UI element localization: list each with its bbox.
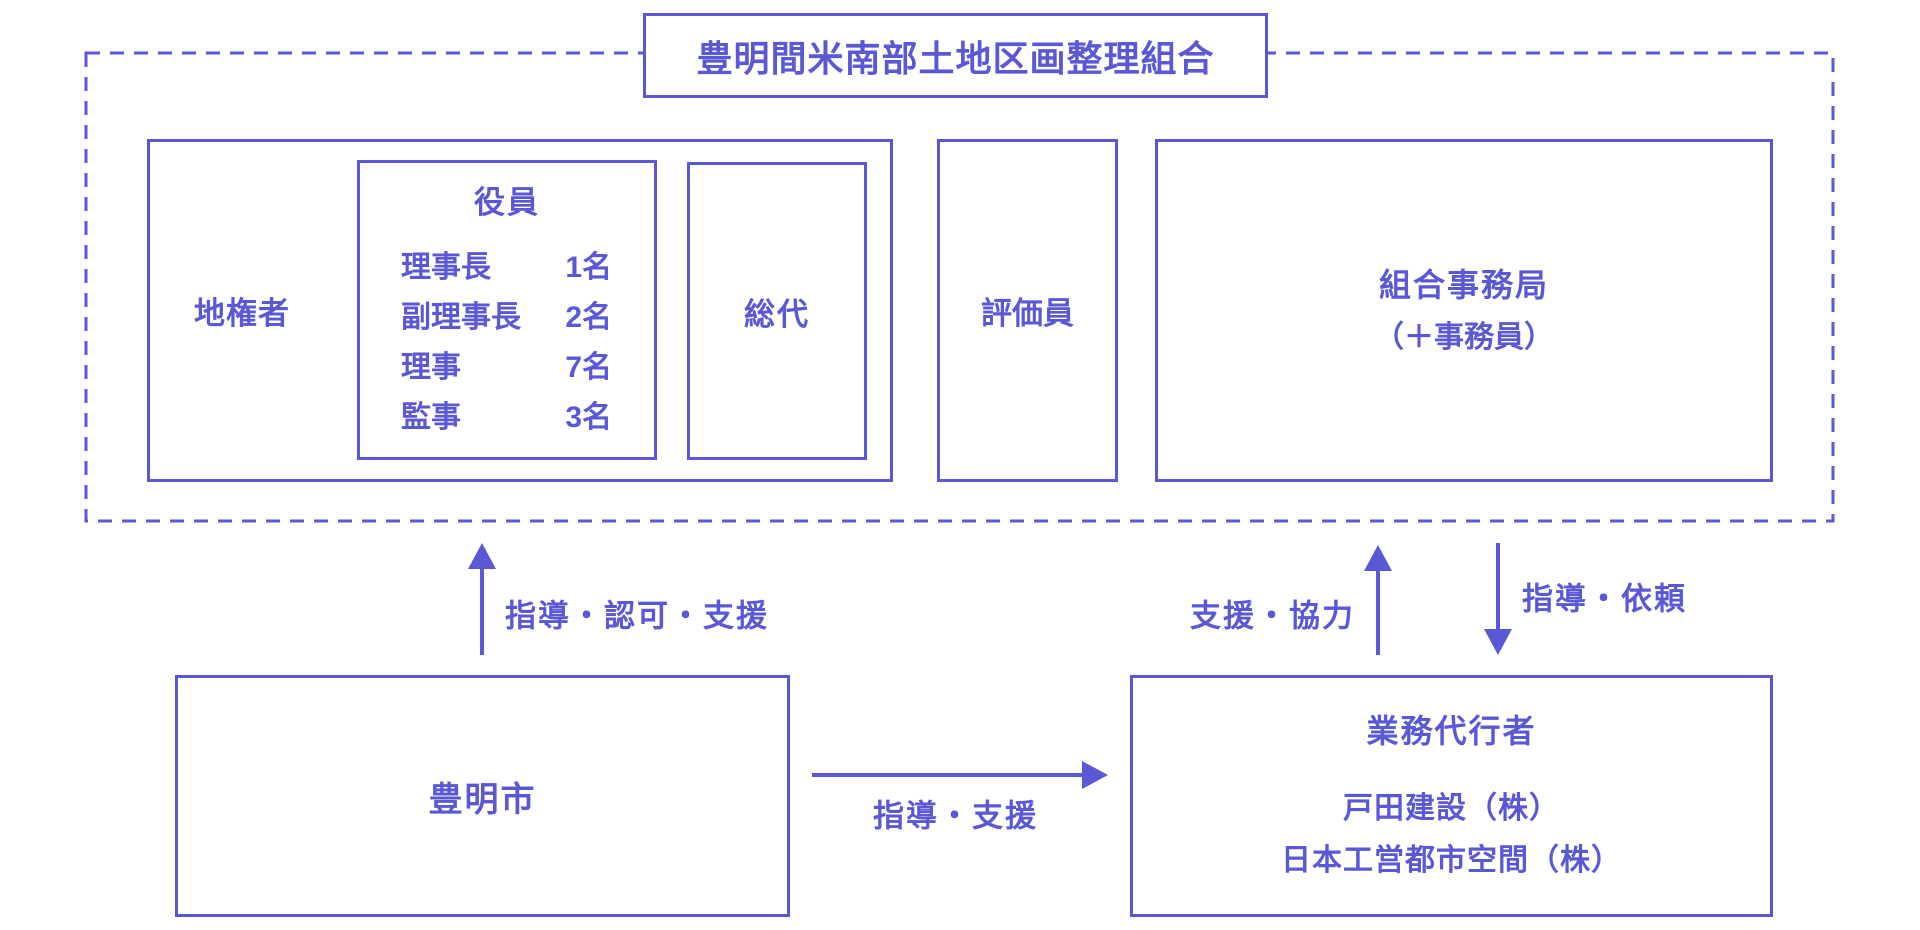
secretariat-title: 組合事務局	[1378, 266, 1549, 303]
agent-title: 業務代行者	[1366, 713, 1537, 749]
secretariat-subtitle: （＋事務員）	[1374, 320, 1554, 354]
down-arrow-icon	[1484, 629, 1512, 655]
arrow-label-city-to-agent: 指導・支援	[873, 798, 1038, 834]
agent-company: 戸田建設（株）	[1343, 792, 1560, 825]
city-label: 豊明市	[428, 780, 537, 819]
city-box: 豊明市	[175, 675, 790, 917]
officer-row: 理事長 1名	[360, 243, 654, 293]
arrow-label-city-to-union: 指導・認可・支援	[505, 598, 769, 634]
officer-role: 副理事長	[401, 301, 521, 334]
landowners-label: 地権者	[194, 296, 290, 331]
union-title-box: 豊明間米南部土地区画整理組合	[643, 13, 1268, 98]
evaluators-label: 評価員	[981, 296, 1074, 331]
officer-row: 理事 7名	[360, 343, 654, 393]
evaluators-box: 評価員	[937, 139, 1118, 482]
union-title: 豊明間米南部土地区画整理組合	[696, 37, 1215, 79]
officers-title: 役員	[474, 185, 540, 220]
agent-company: 日本工営都市空間（株）	[1281, 844, 1622, 877]
officer-count: 7名	[565, 351, 612, 384]
secretariat-box: 組合事務局 （＋事務員）	[1155, 139, 1773, 482]
officers-box: 役員 理事長 1名 副理事長 2名 理事 7名 監事 3名	[357, 160, 657, 460]
officer-role: 理事	[401, 351, 461, 384]
officer-rows: 理事長 1名 副理事長 2名 理事 7名 監事 3名	[360, 243, 654, 443]
representatives-label: 総代	[744, 296, 810, 332]
up-arrow-icon	[1364, 545, 1392, 571]
arrow-label-agent-to-union: 支援・協力	[1190, 598, 1355, 634]
right-arrow-icon	[1082, 761, 1108, 789]
officer-row: 監事 3名	[360, 393, 654, 443]
arrow-shaft	[480, 566, 484, 655]
arrow-shaft	[812, 773, 1084, 777]
arrow-shaft	[1376, 568, 1380, 655]
officer-role: 監事	[401, 401, 461, 434]
representatives-box: 総代	[687, 162, 867, 460]
officer-count: 3名	[565, 401, 612, 434]
officer-role: 理事長	[401, 251, 491, 284]
officer-count: 1名	[565, 251, 612, 284]
arrow-label-union-to-agent: 指導・依頼	[1522, 581, 1687, 617]
officer-count: 2名	[565, 301, 612, 334]
agent-box: 業務代行者 戸田建設（株） 日本工営都市空間（株）	[1130, 675, 1773, 917]
arrow-shaft	[1496, 543, 1500, 631]
officer-row: 副理事長 2名	[360, 293, 654, 343]
up-arrow-icon	[468, 543, 496, 569]
